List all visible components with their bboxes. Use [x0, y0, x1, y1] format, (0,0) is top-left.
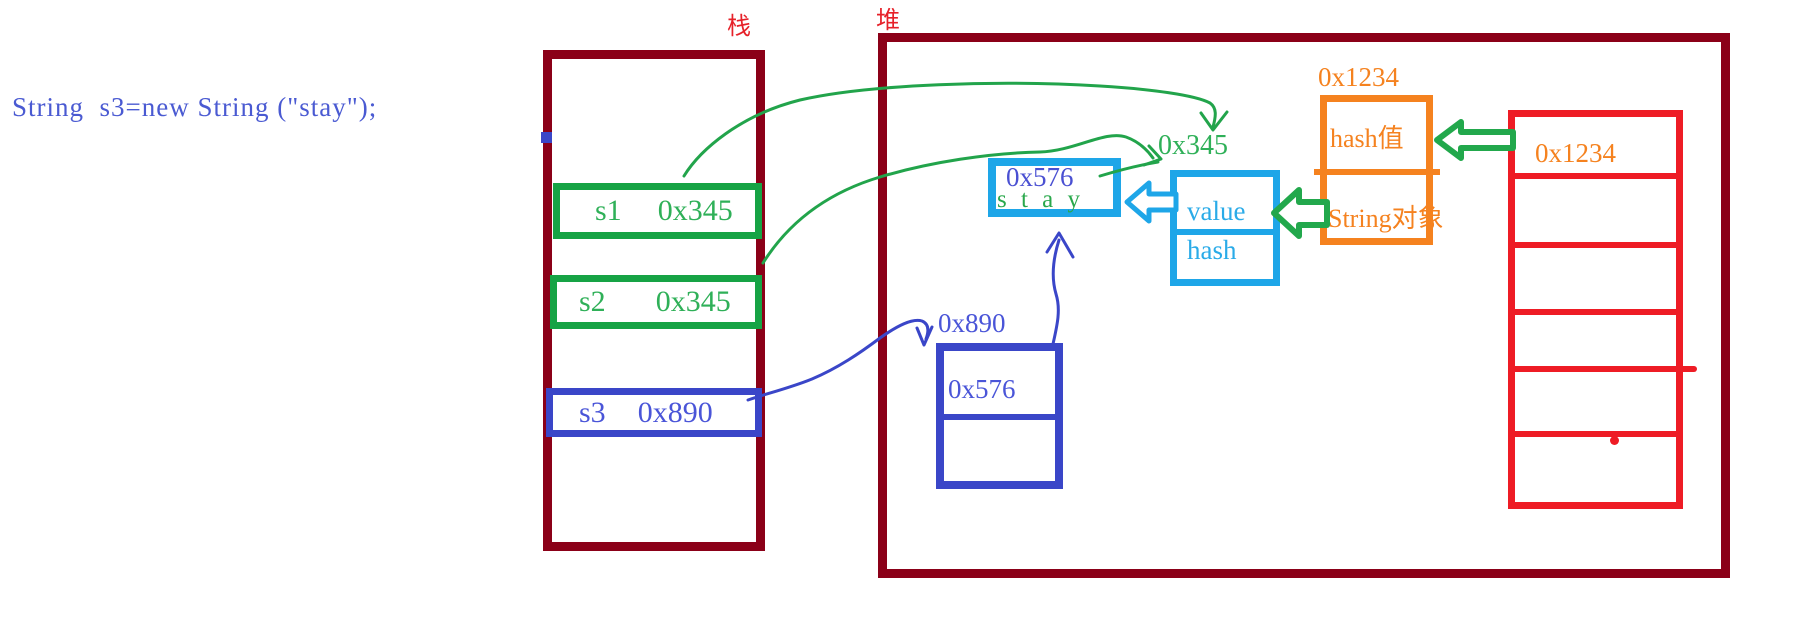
pool-object-address-label: 0x1234: [1318, 62, 1399, 92]
frame-s2-value: 0x345: [655, 285, 731, 318]
heap-zone-label: 堆: [876, 8, 900, 34]
new-object-value-cell: 0x576: [948, 374, 1016, 404]
new-object-address-label: 0x890: [938, 308, 1006, 338]
pool-hash-cell: hash值: [1330, 124, 1404, 153]
stack-frame-s2: s2 0x345: [550, 275, 762, 329]
frame-s2-name: s2: [579, 285, 606, 318]
frame-s1-name: s1: [595, 194, 622, 227]
table-divider-1: [1510, 173, 1681, 179]
pool-object-divider: [1314, 169, 1440, 175]
table-divider-4: [1510, 366, 1697, 372]
stack-zone-label: 栈: [727, 14, 751, 40]
stack-frame-s1: s1 0x345: [553, 183, 762, 239]
const-address-label: 0x345: [1158, 130, 1228, 161]
code-statement: String s3=new String ("stay");: [12, 92, 378, 122]
stack-edge-marker: [541, 132, 552, 143]
table-divider-5: [1510, 431, 1677, 437]
pool-stringobj-cell: String对象: [1328, 204, 1444, 233]
stack-frame-s3: s3 0x890: [546, 388, 762, 437]
table-divider-2: [1510, 242, 1681, 248]
frame-s3-name: s3: [579, 395, 606, 429]
table-divider-3: [1510, 309, 1681, 315]
heap-container: [878, 33, 1730, 578]
frame-s3-value: 0x890: [637, 395, 713, 429]
value-field-label: value: [1187, 196, 1246, 226]
table-red-dot: [1610, 436, 1619, 445]
hash-field-label: hash: [1187, 235, 1237, 265]
table-row1-value: 0x1234: [1535, 138, 1616, 168]
string-internals-box: [1170, 170, 1280, 286]
new-object-box-divider: [938, 414, 1061, 420]
stay-box-chars: s t a y: [997, 186, 1085, 213]
frame-s1-value: 0x345: [657, 194, 733, 227]
string-internals-divider: [1172, 229, 1278, 235]
